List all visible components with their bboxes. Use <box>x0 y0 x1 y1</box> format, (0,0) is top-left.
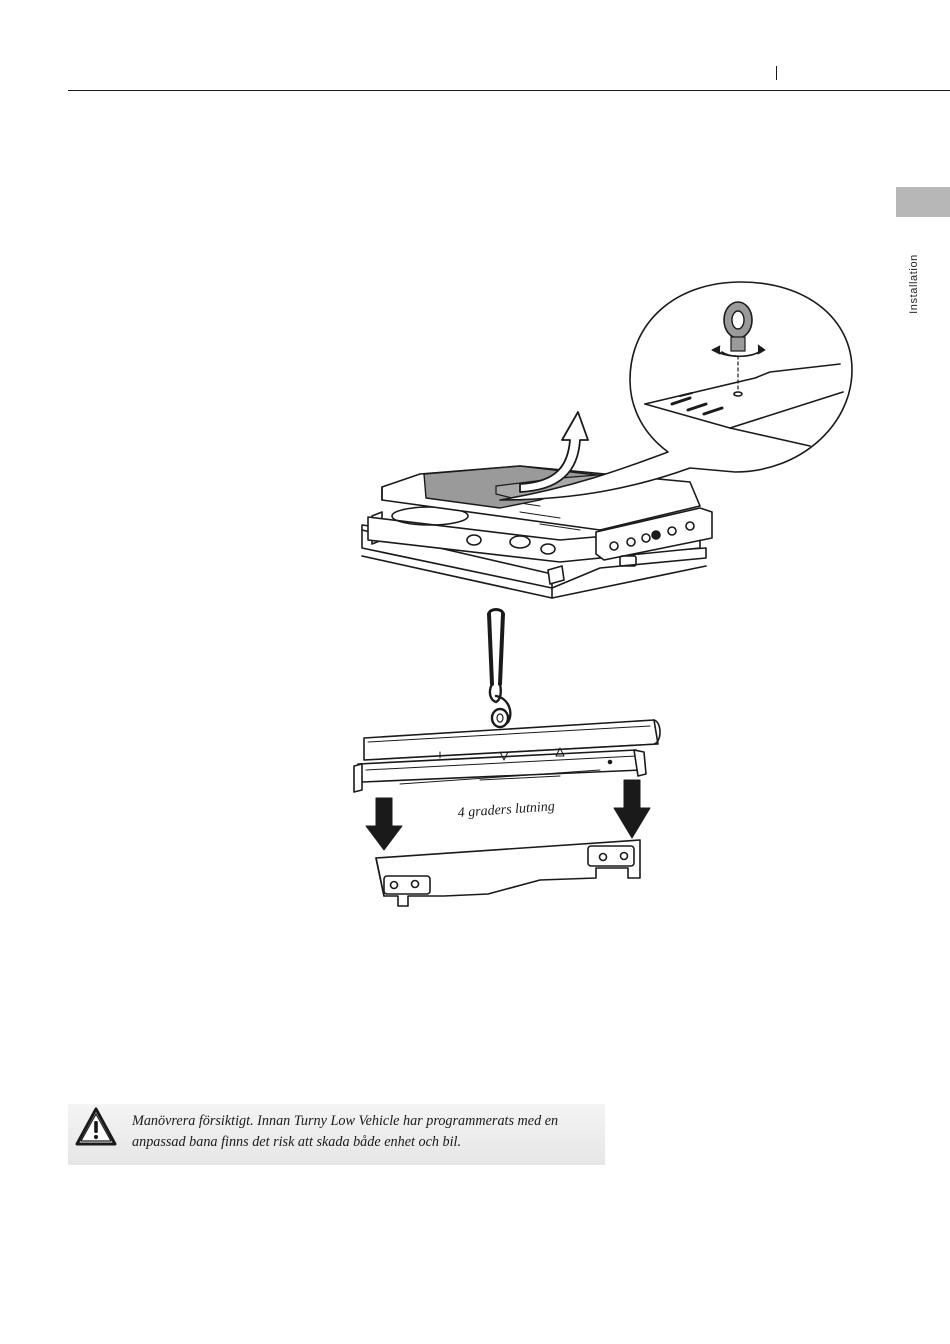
tilt-angle-label: 4 graders lutning <box>457 799 555 821</box>
warning-note: Manövrera försiktigt. Innan Turny Low Ve… <box>68 1104 605 1165</box>
warning-text: Manövrera försiktigt. Innan Turny Low Ve… <box>132 1111 597 1153</box>
down-arrow-right <box>614 780 650 838</box>
tilt-wedge-bracket <box>376 840 640 906</box>
eyebolt-detail-callout <box>500 282 852 500</box>
section-tab-marker <box>896 187 950 217</box>
down-arrow-left <box>366 798 402 850</box>
swivel-unit-drawing <box>362 412 712 598</box>
section-tab-label: Installation <box>908 254 920 314</box>
lifting-sling-drawing <box>489 610 510 728</box>
warning-triangle-icon <box>74 1106 118 1148</box>
tilted-unit-profile <box>354 720 660 792</box>
header-page-divider <box>776 66 777 80</box>
header-rule <box>68 90 950 91</box>
